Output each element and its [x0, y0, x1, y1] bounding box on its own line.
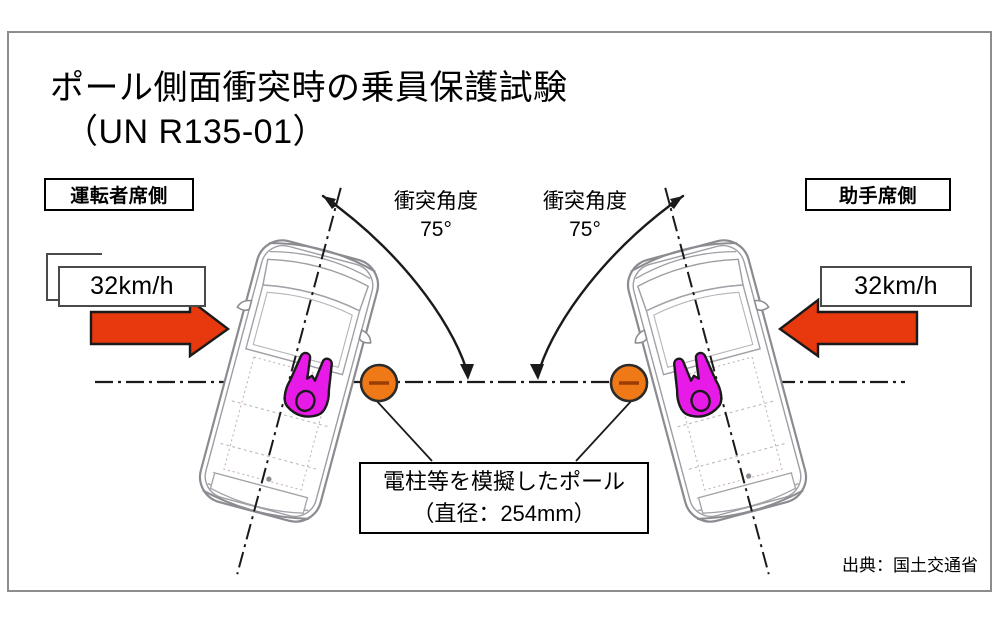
label-impact-speed-left: 32km/h [58, 266, 206, 307]
label-impact-speed-right-text: 32km/h [854, 272, 938, 300]
label-impact-speed-right: 32km/h [820, 266, 972, 307]
pole-callout-line1: 電柱等を模擬したポール [382, 469, 625, 494]
pole-callout-box: 電柱等を模擬したポール （直径：254mm） [359, 462, 649, 534]
page-title-line1: ポール側面衝突時の乗員保護試験 [50, 69, 568, 107]
page-title-line2: （UN R135-01） [64, 113, 327, 151]
label-passenger-side-text: 助手席側 [838, 186, 917, 207]
impact-angle-label-right: 衝突角度 75° [527, 188, 643, 244]
impact-angle-caption-right: 衝突角度 [543, 190, 627, 213]
source-attribution: 出典：国土交通省 [842, 556, 978, 575]
pole-callout-line2: （直径：254mm） [412, 501, 596, 526]
label-driver-side-text: 運転者席側 [70, 186, 168, 207]
impact-angle-label-left: 衝突角度 75° [378, 188, 494, 244]
page-title: ポール側面衝突時の乗員保護試験 （UN R135-01） [50, 66, 568, 154]
label-passenger-side: 助手席側 [805, 178, 951, 211]
impact-angle-value-left: 75° [420, 218, 452, 241]
label-driver-side: 運転者席側 [44, 178, 194, 211]
impact-angle-caption-left: 衝突角度 [394, 190, 478, 213]
impact-angle-value-right: 75° [569, 218, 601, 241]
label-impact-speed-left-text: 32km/h [90, 272, 174, 300]
